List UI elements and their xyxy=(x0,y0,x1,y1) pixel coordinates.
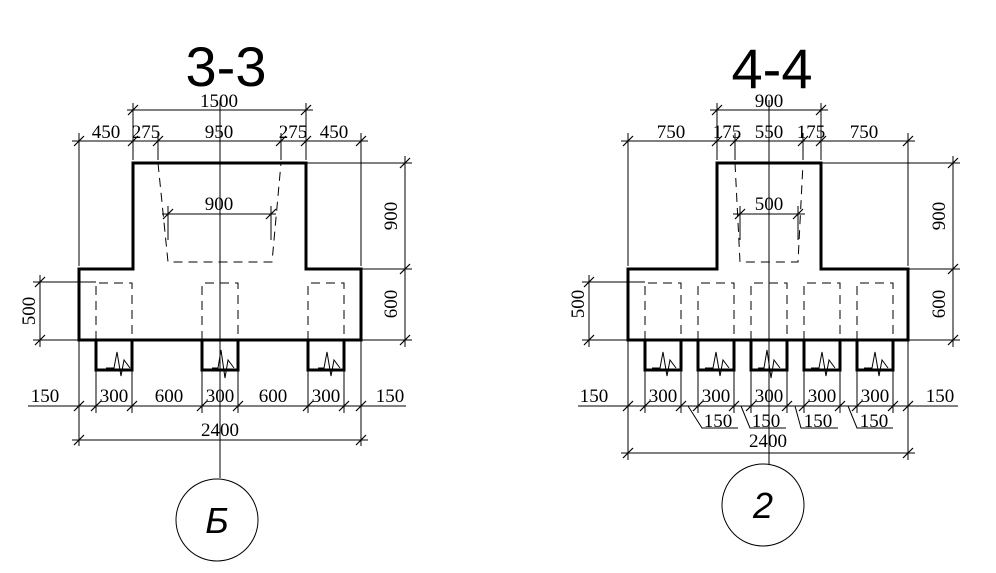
dim-text: 550 xyxy=(755,122,784,143)
pile-stub xyxy=(94,338,134,372)
dim-text: 300 xyxy=(100,386,129,407)
section-title: 4-4 xyxy=(732,37,813,100)
dimension-left-height: 500 xyxy=(568,275,645,347)
dimension-overall: 2400 xyxy=(621,431,915,459)
dimension-top-chain: 750 175 550 175 750 xyxy=(621,122,915,266)
break-mark xyxy=(864,351,889,377)
dim-text: 300 xyxy=(702,386,731,407)
leader-line xyxy=(794,405,838,429)
dim-text: 300 xyxy=(861,386,890,407)
dimension-overall: 2400 xyxy=(72,420,368,446)
pile-stub xyxy=(643,338,683,372)
axis-marker-circle xyxy=(175,478,259,562)
axis-marker-circle xyxy=(721,463,805,547)
pile-stub xyxy=(802,338,842,372)
leader-line xyxy=(687,405,738,429)
break-mark xyxy=(811,351,836,377)
dimension-top-overall: 900 xyxy=(710,91,828,160)
dim-text: 300 xyxy=(755,386,784,407)
dim-text: 450 xyxy=(320,122,349,143)
dim-text: 450 xyxy=(92,122,121,143)
dim-text: 500 xyxy=(568,290,589,319)
pile-stub xyxy=(306,338,346,372)
dim-text: 500 xyxy=(19,297,40,326)
dim-text: 900 xyxy=(381,202,402,231)
section-3-3: 3-3 Б 1500 xyxy=(19,35,412,562)
dim-text: 750 xyxy=(850,122,879,143)
leader-line xyxy=(847,405,893,429)
dim-text: 275 xyxy=(279,122,308,143)
dim-text: 150 xyxy=(860,411,889,432)
dimension-bottom-chain: 150 300 600 300 600 300 150 xyxy=(28,340,406,446)
dim-text: 750 xyxy=(657,122,686,143)
dim-text: 150 xyxy=(804,411,833,432)
dim-text: 300 xyxy=(808,386,837,407)
dim-text: 150 xyxy=(31,386,60,407)
dim-text: 900 xyxy=(755,91,784,112)
dimension-void-width: 900 xyxy=(162,194,277,240)
dimension-right-heights: 900 600 xyxy=(306,156,412,347)
dimension-void-width: 500 xyxy=(733,194,805,240)
dimension-bottom-chain: 150 300 300 300 300 300 150 150 150 150 … xyxy=(578,340,958,460)
dim-text: 150 xyxy=(704,411,733,432)
piles xyxy=(643,282,895,379)
dim-text: 900 xyxy=(205,194,234,215)
dim-text: 175 xyxy=(713,122,742,143)
dimension-top-overall: 1500 xyxy=(127,91,313,160)
break-mark xyxy=(106,351,131,377)
dimension-left-height: 500 xyxy=(19,275,96,347)
dim-text: 150 xyxy=(376,386,405,407)
pile-embed-dashed xyxy=(697,282,735,340)
section-title: 3-3 xyxy=(186,35,267,98)
dimension-top-chain: 450 275 950 275 450 xyxy=(72,122,368,266)
dim-text: 600 xyxy=(259,386,288,407)
axis-label: 2 xyxy=(752,485,773,526)
dim-text: 150 xyxy=(752,411,781,432)
dim-text: 600 xyxy=(929,290,950,319)
dim-text: 300 xyxy=(206,386,235,407)
dim-text: 950 xyxy=(205,122,234,143)
dim-text: 2400 xyxy=(749,431,787,452)
dim-text: 600 xyxy=(155,386,184,407)
dim-text: 1500 xyxy=(200,91,238,112)
pile-embed-dashed xyxy=(307,282,345,340)
break-mark xyxy=(212,349,235,379)
pile-embed-dashed xyxy=(644,282,682,340)
pile-embed-dashed xyxy=(95,282,133,340)
dim-text: 2400 xyxy=(201,420,239,441)
pile-stub xyxy=(696,338,736,372)
pile-embed-dashed xyxy=(803,282,841,340)
section-4-4: 4-4 2 xyxy=(568,37,960,547)
axis-label: Б xyxy=(205,500,228,541)
leader-line xyxy=(740,405,786,429)
dim-text: 500 xyxy=(755,194,784,215)
dim-text: 150 xyxy=(926,386,955,407)
dim-text: 300 xyxy=(312,386,341,407)
foundation-outline xyxy=(626,161,910,342)
pile-embed-dashed xyxy=(856,282,894,340)
dim-text: 150 xyxy=(580,386,609,407)
break-mark xyxy=(652,351,677,377)
dim-text: 600 xyxy=(381,290,402,319)
dim-text: 300 xyxy=(649,386,678,407)
dim-text: 175 xyxy=(797,122,826,143)
break-mark xyxy=(318,351,341,377)
break-mark xyxy=(705,351,730,377)
dimension-right-heights: 900 600 xyxy=(821,156,960,347)
pile-stub xyxy=(855,338,895,372)
dim-text: 275 xyxy=(132,122,161,143)
dim-text: 900 xyxy=(929,202,950,231)
